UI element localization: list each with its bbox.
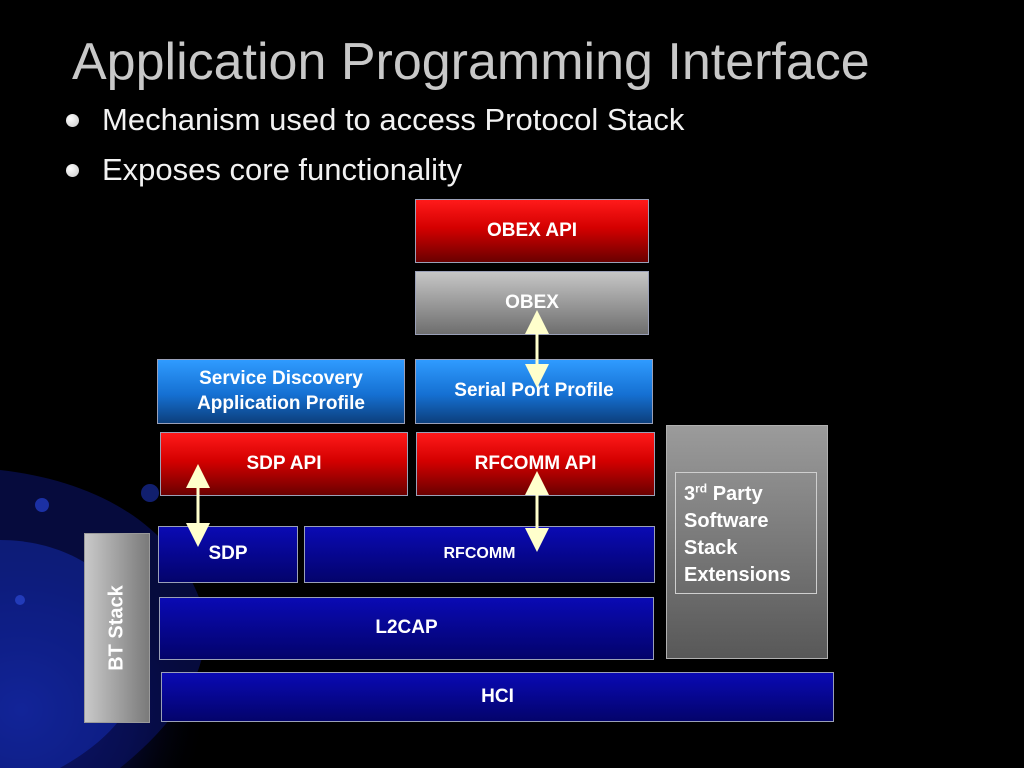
serial-port-profile-label: Serial Port Profile	[454, 380, 614, 402]
ordinal-suffix: rd	[695, 481, 708, 496]
bt-stack-label: BT Stack	[105, 585, 128, 671]
slide-title: Application Programming Interface	[72, 33, 870, 91]
rfcomm-api-box: RFCOMM API	[416, 432, 655, 496]
l2cap-box: L2CAP	[159, 597, 654, 660]
party-word: Party	[712, 483, 763, 505]
ordinal-number: 3	[684, 483, 696, 505]
rfcomm-label: RFCOMM	[443, 545, 516, 563]
sdp-box: SDP	[158, 526, 298, 583]
sdp-api-box: SDP API	[160, 432, 408, 496]
service-discovery-label-line1: Service Discovery	[199, 367, 363, 389]
obex-box: OBEX	[415, 271, 649, 335]
service-discovery-label-line2: Application Profile	[197, 392, 365, 414]
bullet-dot-icon	[66, 164, 79, 177]
serial-port-profile-box: Serial Port Profile	[415, 359, 653, 424]
bullet-text: Exposes core functionality	[102, 152, 463, 187]
third-party-line4: Extensions	[684, 564, 791, 586]
service-discovery-profile-box: Service Discovery Application Profile	[157, 359, 405, 424]
bullet-item: Exposes core functionality	[62, 150, 684, 200]
bullet-list: Mechanism used to access Protocol Stack …	[62, 100, 684, 200]
rfcomm-api-label: RFCOMM API	[474, 452, 597, 474]
obex-api-label: OBEX API	[486, 219, 578, 241]
third-party-line1: 3rd Party	[684, 481, 816, 508]
l2cap-label: L2CAP	[375, 617, 438, 639]
sdp-api-label: SDP API	[246, 452, 322, 474]
third-party-text-box: 3rd Party Software Stack Extensions	[675, 472, 817, 594]
third-party-panel	[666, 425, 828, 659]
sdp-label: SDP	[208, 543, 248, 565]
third-party-line3: Stack	[684, 537, 738, 559]
hci-label: HCI	[481, 685, 514, 707]
third-party-line2: Software	[684, 510, 769, 532]
bullet-dot-icon	[66, 114, 79, 127]
bullet-text: Mechanism used to access Protocol Stack	[102, 102, 685, 137]
rfcomm-box: RFCOMM	[304, 526, 655, 583]
obex-api-box: OBEX API	[415, 199, 649, 263]
bullet-item: Mechanism used to access Protocol Stack	[62, 100, 684, 150]
hci-box: HCI	[161, 672, 834, 722]
bt-stack-bar	[84, 533, 150, 723]
obex-label: OBEX	[505, 291, 559, 313]
